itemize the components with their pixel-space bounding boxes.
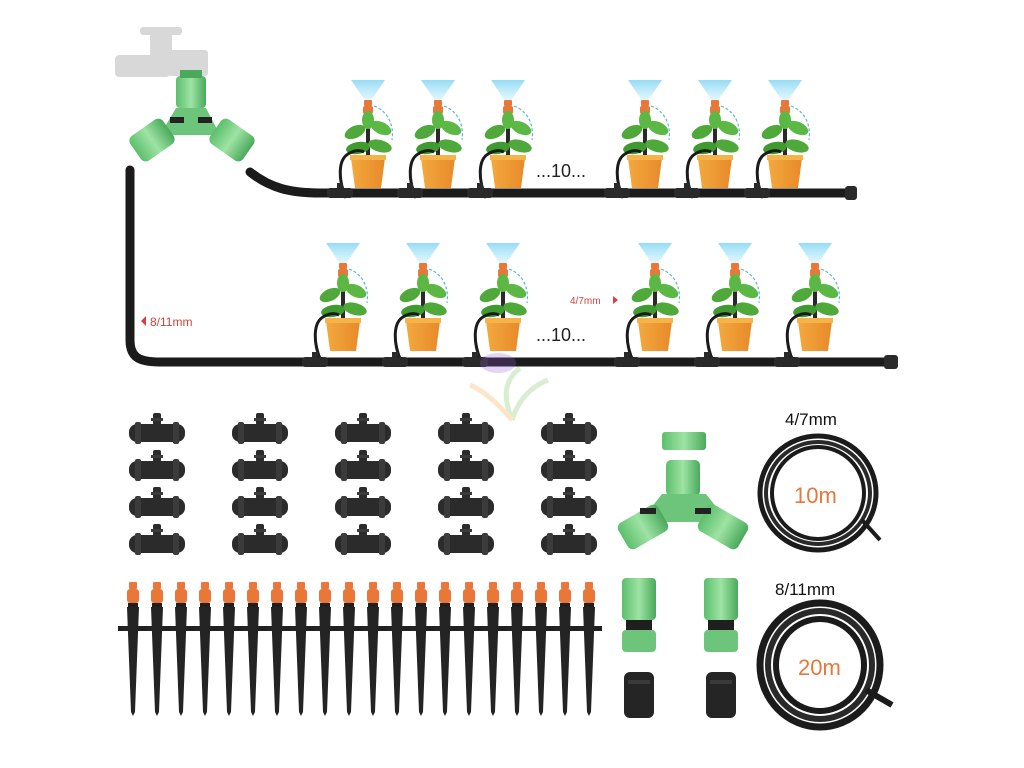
tee-connector-grid <box>129 413 597 555</box>
end-plug-left-icon <box>624 672 654 718</box>
quick-connector-left-icon <box>622 578 656 652</box>
branch-hose-label: 4/7mm <box>570 296 601 307</box>
hose-coil-8-11-icon <box>756 599 894 731</box>
hose-8-11-length-label: 20m <box>798 655 841 680</box>
end-plug-right-icon <box>706 672 736 718</box>
hose-coil-4-7-icon <box>757 433 882 553</box>
quick-connector-right-icon <box>704 578 738 652</box>
watermark-logo-icon <box>468 353 549 422</box>
lower-ellipsis-label: ...10... <box>536 325 586 345</box>
y-splitter-part-icon <box>617 432 749 550</box>
main-hose <box>125 165 895 367</box>
y-splitter-icon <box>129 70 255 162</box>
hose-4-7-size-label: 4/7mm <box>785 410 837 429</box>
dripper-stake-row <box>118 582 602 716</box>
hose-4-7-length-label: 10m <box>794 483 837 508</box>
hose-8-11-size-label: 8/11mm <box>775 580 835 599</box>
branch-hose-arrow-icon <box>613 296 618 304</box>
faucet-icon <box>115 27 208 77</box>
upper-hose <box>245 167 855 198</box>
main-hose-arrow-icon <box>141 316 146 326</box>
upper-ellipsis-label: ...10... <box>536 161 586 181</box>
main-hose-label: 8/11mm <box>150 315 192 329</box>
